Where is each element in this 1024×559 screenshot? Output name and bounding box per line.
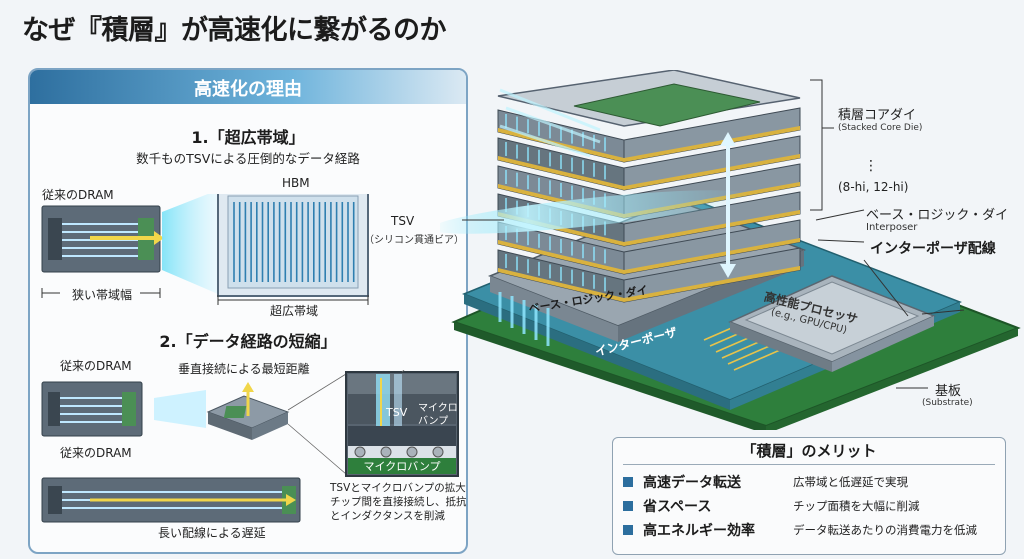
conventional-dram-label-2: 従来のDRAM xyxy=(60,359,132,373)
bandwidth-subtitle: 数千ものTSVによる圧倒的なデータ経路 xyxy=(136,151,360,166)
zoom-tsv-label: TSV xyxy=(386,406,408,419)
vertical-connection-caption: 垂直接続による最短距離 xyxy=(178,362,310,376)
reasons-panel: 高速化の理由 1.「超広帯域」 数千ものTSVによる圧倒的なデータ経路 従来のD… xyxy=(28,68,468,554)
shorter-path-heading: 2.「データ経路の短縮」 xyxy=(159,332,337,351)
bandwidth-illustration xyxy=(41,194,369,305)
merit-bullet-icon xyxy=(623,525,633,535)
core-die-callout: 積層コアダイ xyxy=(838,108,917,123)
merit-desc: チップ面積を大幅に削減 xyxy=(793,499,920,513)
conventional-dram-label-1: 従来のDRAM xyxy=(42,188,114,202)
reasons-panel-title: 高速化の理由 xyxy=(194,79,302,100)
reasons-panel-header xyxy=(30,70,466,104)
base-die-callout: ベース・ロジック・ダイ xyxy=(866,208,1009,223)
merit-name: 省スペース xyxy=(643,499,712,515)
merit-item: 高速データ転送 広帯域と低遅延で実現 xyxy=(623,472,908,492)
conventional-dram-label-3: 従来のDRAM xyxy=(60,446,132,460)
tsv-sublabel: （シリコン貫通ビア） xyxy=(364,235,464,246)
ultra-wide-caption: 超広帯域 xyxy=(270,304,319,318)
layer-ellipsis: ⋮ xyxy=(864,158,878,174)
merit-desc: 広帯域と低遅延で実現 xyxy=(793,475,908,489)
long-wire-caption: 長い配線による遅延 xyxy=(158,526,266,540)
interposer-wiring-callout: インターポーザ配線 xyxy=(870,241,996,257)
page-title: なぜ『積層』が高速化に繋がるのか xyxy=(22,15,447,46)
zoom-microbump-label: マイクロバンプ xyxy=(418,403,458,427)
merits-divider xyxy=(623,464,995,465)
tsv-label: TSV xyxy=(391,214,415,228)
zoom-caption-line-2: チップ間を直接接続し、抵抗 xyxy=(330,496,467,508)
zoom-caption-line-1: TSVとマイクロバンプの拡大図 xyxy=(330,482,468,494)
substrate-callout-en: (Substrate) xyxy=(922,398,973,408)
merit-item: 高エネルギー効率 データ転送あたりの消費電力を低減 xyxy=(623,520,977,540)
merit-name: 高速データ転送 xyxy=(643,475,741,491)
merit-desc: データ転送あたりの消費電力を低減 xyxy=(793,523,977,537)
merit-item: 省スペース チップ面積を大幅に削減 xyxy=(623,496,920,516)
merits-title: 「積層」のメリット xyxy=(741,442,877,460)
bandwidth-heading: 1.「超広帯域」 xyxy=(191,128,305,147)
narrow-bandwidth-caption: 狭い帯域幅 xyxy=(72,288,133,302)
layer-count-callout: (8-hi, 12-hi) xyxy=(838,180,909,194)
substrate-callout: 基板 xyxy=(935,384,962,399)
hbm-label: HBM xyxy=(282,176,310,190)
zoom-microbump-bottom-label: マイクロバンプ xyxy=(363,460,441,473)
zoom-caption-line-3: とインダクタンスを削減 xyxy=(330,510,445,522)
merit-bullet-icon xyxy=(623,477,633,487)
shorter-path-illustration xyxy=(41,370,459,523)
hbm-stack-diagram xyxy=(440,70,1021,430)
merit-bullet-icon xyxy=(623,501,633,511)
merits-panel: 「積層」のメリット 高速データ転送 広帯域と低遅延で実現 省スペース チップ面積… xyxy=(612,437,1006,555)
interposer-callout-en: Interposer xyxy=(866,222,918,233)
merit-name: 高エネルギー効率 xyxy=(643,523,755,539)
core-die-callout-en: (Stacked Core Die) xyxy=(838,123,923,133)
